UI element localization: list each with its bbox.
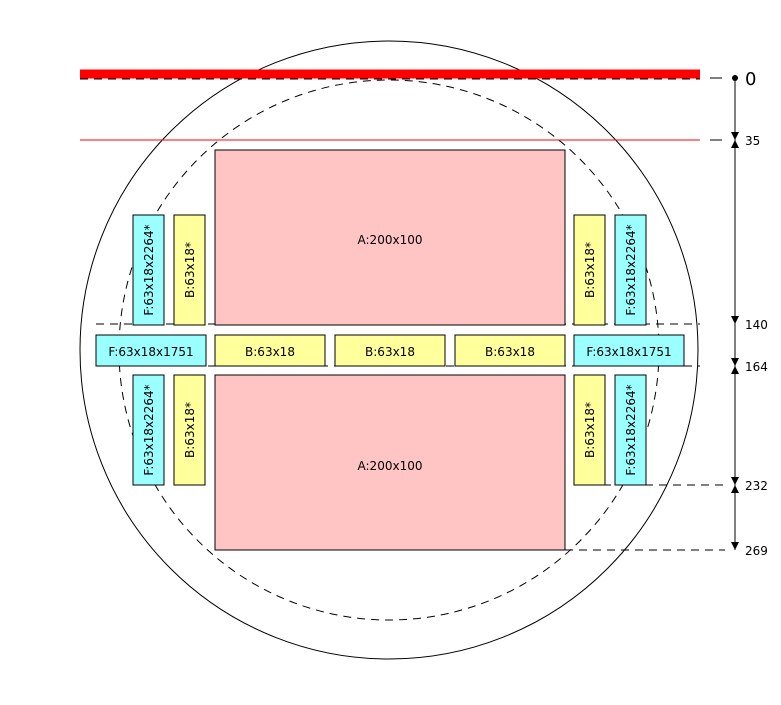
block-label: B:63x18* — [583, 402, 597, 458]
block-label: F:63x18x1751 — [108, 345, 193, 359]
scale-tick-label: 232 — [745, 479, 768, 493]
block-f-row-left: F:63x18x1751 — [95, 334, 207, 367]
block-label: F:63x18x2264* — [624, 384, 638, 475]
block-b-col-right-lower: B:63x18* — [573, 374, 606, 486]
block-f-col-left-upper: F:63x18x2264* — [132, 214, 165, 326]
block-f-col-left-lower: F:63x18x2264* — [132, 374, 165, 486]
dimension-scale: 0 35 140 164 232 269 — [565, 69, 768, 558]
block-b-row-2: B:63x18 — [334, 334, 446, 367]
scale-arrow-35-down — [731, 132, 739, 140]
scale-tick-label: 164 — [745, 360, 768, 374]
block-label: A:200x100 — [358, 233, 423, 247]
scale-tick-label: 35 — [745, 134, 760, 148]
scale-arrow-35-up — [731, 140, 739, 148]
block-label: F:63x18x1751 — [586, 345, 671, 359]
block-b-row-3: B:63x18 — [454, 334, 566, 367]
block-b-col-left-upper: B:63x18* — [173, 214, 206, 326]
block-label: B:63x18 — [365, 345, 415, 359]
scale-arrow-164-up — [731, 366, 739, 374]
scale-tick-label: 140 — [745, 318, 768, 332]
block-label: B:63x18 — [245, 345, 295, 359]
scale-tick-label: 269 — [745, 544, 768, 558]
block-label: B:63x18 — [485, 345, 535, 359]
block-b-col-right-upper: B:63x18* — [573, 214, 606, 326]
block-label: F:63x18x2264* — [142, 384, 156, 475]
block-a-bottom: A:200x100 — [214, 374, 566, 551]
scale-arrow-140-down — [731, 316, 739, 324]
block-label: B:63x18* — [183, 402, 197, 458]
scale-zero-label: 0 — [745, 69, 756, 90]
scale-arrow-269-down — [731, 542, 739, 550]
block-label: B:63x18* — [583, 242, 597, 298]
block-label: F:63x18x2264* — [142, 224, 156, 315]
scale-arrow-164-down — [731, 358, 739, 366]
block-label: B:63x18* — [183, 242, 197, 298]
block-b-row-1: B:63x18 — [214, 334, 326, 367]
scale-arrow-232-up — [731, 485, 739, 493]
block-b-col-left-lower: B:63x18* — [173, 374, 206, 486]
block-f-row-right: F:63x18x1751 — [573, 334, 685, 367]
scale-origin-dot — [732, 75, 738, 81]
scale-arrow-232-down — [731, 477, 739, 485]
block-label: F:63x18x2264* — [624, 224, 638, 315]
block-a-top: A:200x100 — [214, 149, 566, 326]
block-f-col-right-upper: F:63x18x2264* — [614, 214, 647, 326]
block-label: A:200x100 — [358, 459, 423, 473]
wafer-outer-circle — [79, 40, 699, 660]
block-f-col-right-lower: F:63x18x2264* — [614, 374, 647, 486]
